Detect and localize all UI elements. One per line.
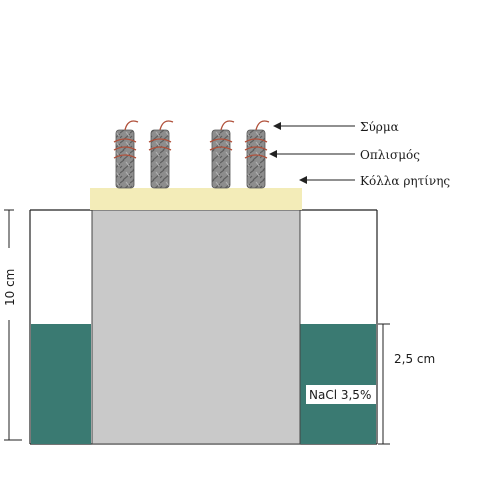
nacl-label: NaCl 3,5% xyxy=(309,388,371,402)
reinforcement-label: Οπλισμός xyxy=(360,148,420,162)
resin-label: Κόλλα ρητίνης xyxy=(360,174,450,188)
solution-depth-dimension xyxy=(378,323,390,445)
wire-label: Σύρμα xyxy=(360,120,399,134)
rebar-1 xyxy=(113,120,139,189)
height-dimension xyxy=(4,209,22,441)
nacl-solution-right xyxy=(300,324,376,444)
rebar-2 xyxy=(148,120,174,189)
nacl-label-box xyxy=(306,385,376,404)
rebar-4 xyxy=(244,120,270,189)
resin-layer xyxy=(90,188,302,210)
rebar-3 xyxy=(209,120,235,189)
concrete-specimen xyxy=(91,209,301,445)
height-total-label: 10 cm xyxy=(3,269,17,306)
nacl-solution-left xyxy=(31,324,91,444)
solution-depth-label: 2,5 cm xyxy=(394,352,435,366)
